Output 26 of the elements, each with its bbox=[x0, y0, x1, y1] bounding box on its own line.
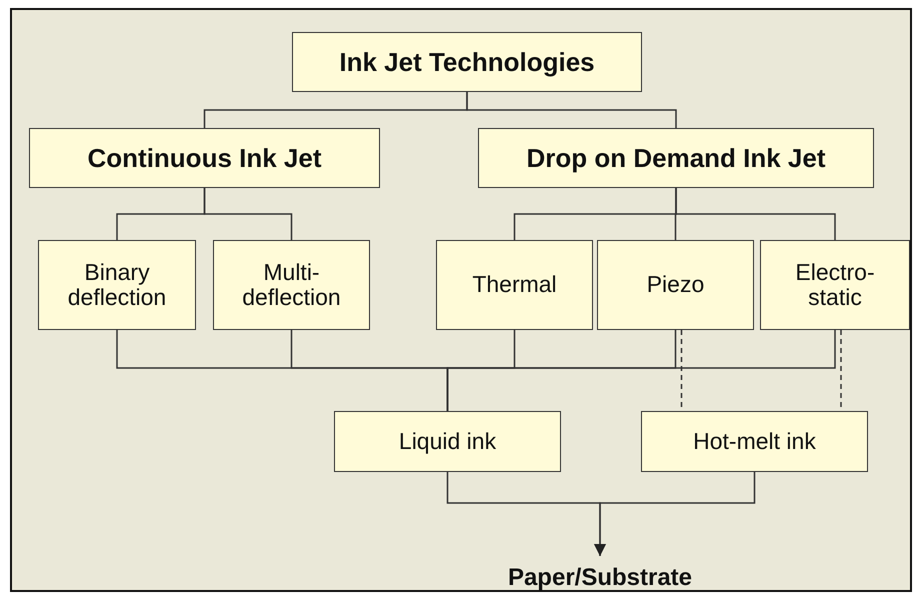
category-box bbox=[478, 128, 874, 188]
connector-line bbox=[466, 92, 677, 128]
box-label: Thermal bbox=[471, 272, 558, 298]
process-box bbox=[641, 411, 868, 472]
process-box bbox=[213, 240, 370, 330]
output-label: Paper/Substrate bbox=[508, 564, 692, 592]
process-box bbox=[597, 240, 754, 330]
process-box bbox=[38, 240, 196, 330]
category-box bbox=[292, 32, 642, 92]
process-box bbox=[334, 411, 561, 472]
process-box bbox=[436, 240, 593, 330]
box-label: Binary deflection bbox=[66, 260, 168, 310]
box-label: Drop on Demand Ink Jet bbox=[526, 144, 826, 172]
box-label: Multi- deflection bbox=[241, 260, 342, 310]
connector-line bbox=[675, 188, 836, 240]
category-box bbox=[29, 128, 380, 188]
box-label: Hot-melt ink bbox=[692, 428, 817, 454]
box-label: Ink Jet Technologies bbox=[339, 48, 595, 76]
process-box bbox=[760, 240, 910, 330]
box-label: Liquid ink bbox=[398, 428, 498, 454]
connector-line bbox=[446, 330, 836, 411]
arrow bbox=[594, 472, 756, 556]
connector-line bbox=[204, 188, 292, 240]
box-label: Continuous Ink Jet bbox=[88, 144, 322, 172]
box-label: Electro- static bbox=[794, 260, 876, 310]
box-label: Piezo bbox=[646, 272, 706, 298]
